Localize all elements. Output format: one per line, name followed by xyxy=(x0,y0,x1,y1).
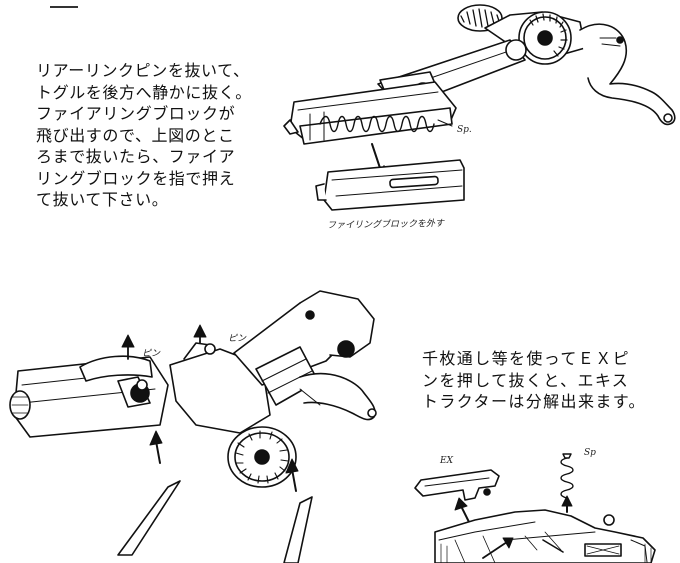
instruction-text-remove-toggle: リアーリンクピンを抜いて、 トグルを後方へ静かに抜く。 ファイアリングブロックが… xyxy=(36,61,252,209)
instruction-text-remove-extractor: 千枚通し等を使ってＥＸピ ンを押して抜くと、エキス トラクターは分解出来ます。 xyxy=(422,349,646,411)
knurled-knob-drawing xyxy=(227,426,297,488)
extractor-label: EX xyxy=(440,456,453,466)
spring-label-bottom: Sp xyxy=(584,448,596,458)
firing-spring-drawing xyxy=(319,115,435,133)
spring-label-top: Sp. xyxy=(457,125,472,135)
firing-block-drawing xyxy=(315,159,465,211)
scan-corner-mark xyxy=(50,0,78,8)
extractor-spring-drawing xyxy=(560,453,574,499)
toggle-removal-illustration xyxy=(280,0,680,235)
extractor-removal-illustration xyxy=(395,440,680,563)
firing-block-caption: ファイリングブロックを外す xyxy=(326,218,445,232)
assembly-pin-removal-illustration xyxy=(0,285,425,563)
extractor-drawing xyxy=(414,469,500,501)
pin-label-left: ピン xyxy=(142,349,161,359)
pin-label-center: ピン xyxy=(228,334,247,344)
